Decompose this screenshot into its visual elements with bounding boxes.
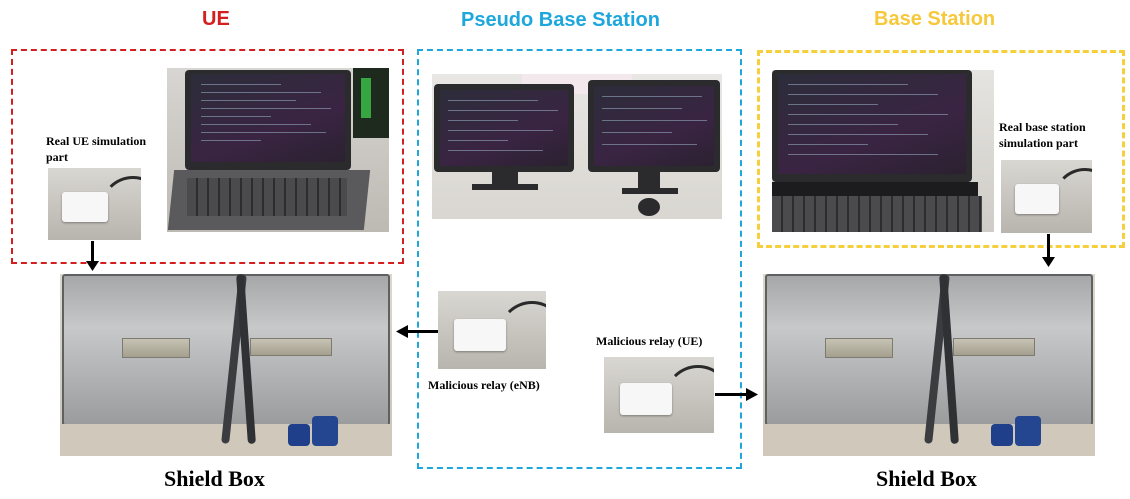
malicious-relay-ue-label: Malicious relay (UE) bbox=[596, 334, 703, 348]
arrow-down-bs-head-icon bbox=[1042, 257, 1055, 267]
arrow-right-ue-head-icon bbox=[746, 388, 758, 401]
pseudo-base-station-header: Pseudo Base Station bbox=[461, 9, 660, 31]
arrow-left-enb-head-icon bbox=[396, 325, 408, 338]
base-station-header: Base Station bbox=[874, 8, 996, 30]
ue-laptop-photo bbox=[167, 68, 389, 232]
ue-group-box bbox=[11, 49, 404, 264]
left-shield-box-photo bbox=[60, 274, 392, 456]
arrow-right-ue-icon bbox=[715, 393, 747, 396]
real-ue-label: Real UE simulation part bbox=[46, 134, 147, 164]
malicious-relay-enb-photo bbox=[438, 291, 546, 369]
arrow-down-ue-icon bbox=[91, 241, 94, 263]
arrow-down-bs-icon bbox=[1047, 234, 1050, 258]
pseudo-bs-monitors-photo bbox=[432, 74, 722, 219]
left-shield-box-label: Shield Box bbox=[164, 466, 265, 491]
ue-header: UE bbox=[202, 8, 230, 30]
bs-laptop-photo bbox=[772, 70, 994, 232]
ue-device-photo bbox=[48, 168, 141, 240]
arrow-left-enb-icon bbox=[407, 330, 438, 333]
malicious-relay-ue-photo bbox=[604, 357, 714, 433]
base-station-group-box bbox=[757, 50, 1125, 248]
bs-device-photo bbox=[1001, 160, 1092, 233]
right-shield-box-label: Shield Box bbox=[876, 466, 977, 491]
arrow-down-ue-head-icon bbox=[86, 261, 99, 271]
right-shield-box-photo bbox=[763, 274, 1095, 456]
pseudo-base-station-group-box bbox=[417, 49, 742, 469]
real-bs-label: Real base station simulation part bbox=[999, 120, 1086, 150]
malicious-relay-enb-label: Malicious relay (eNB) bbox=[428, 378, 540, 392]
